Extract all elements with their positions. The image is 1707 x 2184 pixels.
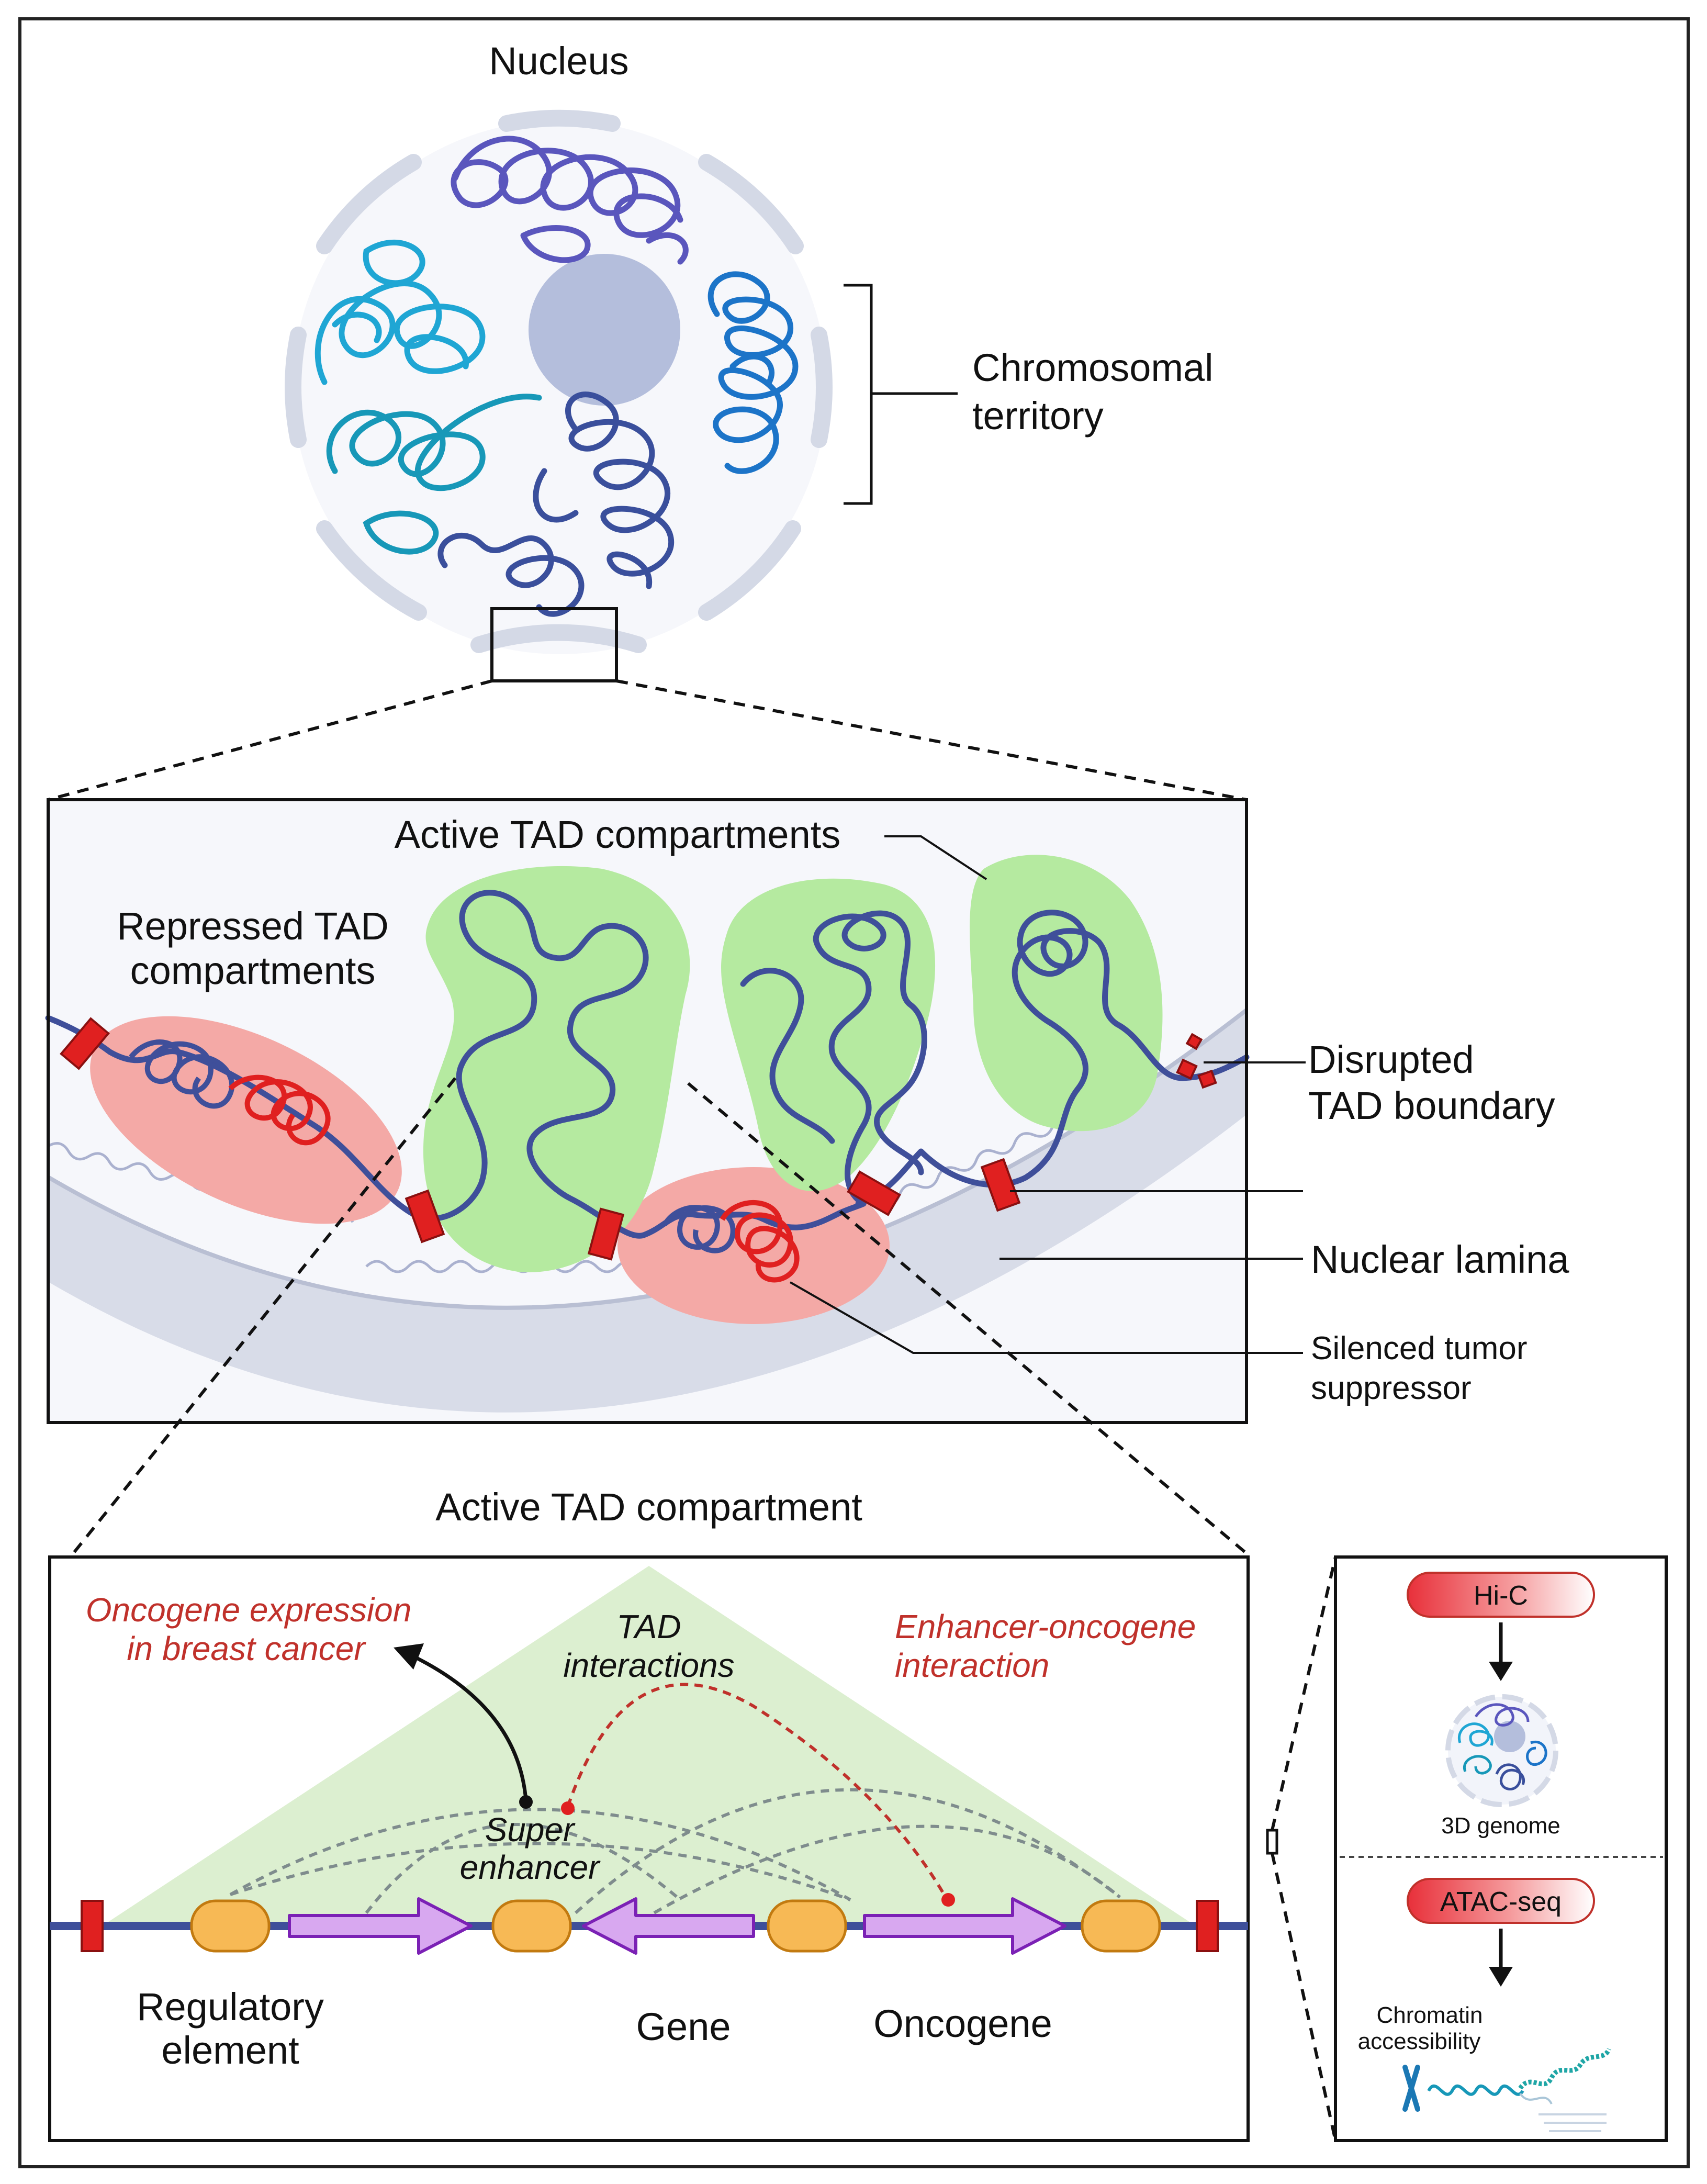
nucleolus bbox=[529, 254, 680, 406]
genome-3d-label: 3D genome bbox=[1441, 1813, 1560, 1839]
boundary-4 bbox=[847, 1170, 901, 1216]
tad-triangle bbox=[102, 1566, 1196, 1926]
lamina-band bbox=[48, 1010, 1246, 1413]
accessibility-line1: Chromatin bbox=[1377, 2002, 1483, 2028]
zoom-box bbox=[490, 607, 618, 682]
disrupted-boundary-piece-2 bbox=[1197, 1069, 1217, 1089]
enhancer-oncogene-arc bbox=[566, 1683, 949, 1901]
nucleus-title: Nucleus bbox=[489, 39, 628, 83]
boundary-1 bbox=[60, 1017, 110, 1070]
zoom-lines-1 bbox=[48, 679, 1247, 801]
tad-boundaries bbox=[60, 1017, 1217, 1261]
atac-label: ATAC-seq bbox=[1440, 1887, 1562, 1917]
regulatory-element-line1: Regulatory bbox=[137, 1985, 324, 2029]
oncogene-expression-line1: Oncogene expression bbox=[86, 1591, 412, 1629]
compartment-panel: Active TAD compartment bbox=[48, 1485, 1250, 2142]
outer-border bbox=[18, 17, 1690, 2168]
disrupted-label-line2: TAD boundary bbox=[1308, 1084, 1555, 1127]
boundary-3 bbox=[587, 1207, 625, 1261]
tad-panel-border bbox=[47, 798, 1248, 1424]
hic-label: Hi-C bbox=[1474, 1581, 1528, 1611]
gene-label: Gene bbox=[636, 2005, 731, 2048]
repressed-compartment-left bbox=[90, 1016, 402, 1224]
chromatin-fiber bbox=[45, 890, 1250, 1239]
lamina-label: Nuclear lamina bbox=[1311, 1238, 1569, 1281]
oncogene-expression-line2: in breast cancer bbox=[127, 1630, 366, 1667]
territory-label-line1: Chromosomal bbox=[972, 346, 1214, 389]
tad-interaction-arcs bbox=[229, 1788, 1121, 1914]
super-enhancer-element bbox=[491, 1899, 572, 1953]
enhancer-oncogene-line1: Enhancer-oncogene bbox=[895, 1608, 1196, 1645]
methods-inset: Hi-C 3D genome ATAC-seq Chromatin access… bbox=[1266, 1555, 1668, 2142]
territory-label-line2: territory bbox=[972, 394, 1104, 438]
compartment-boundary-right bbox=[1196, 1900, 1219, 1952]
super-enhancer-line1: Super bbox=[485, 1811, 576, 1849]
expression-arrow bbox=[407, 1652, 528, 1801]
territory-bracket bbox=[844, 284, 958, 505]
regulatory-element-line2: element bbox=[161, 2029, 299, 2072]
regulatory-elements bbox=[190, 1899, 1161, 1953]
chromosome-left-lower bbox=[326, 394, 542, 555]
active-compartments-label: Active TAD compartments bbox=[395, 813, 841, 856]
repressed-label-line1: Repressed TAD bbox=[117, 904, 389, 948]
expression-arrowhead bbox=[394, 1643, 424, 1670]
regulatory-element-3 bbox=[767, 1899, 847, 1953]
tad-interactions-line1: TAD bbox=[616, 1608, 681, 1645]
enhancer-oncogene-end-dot bbox=[941, 1893, 955, 1907]
hic-arrowhead bbox=[1489, 1662, 1513, 1681]
regulatory-element-4 bbox=[1081, 1899, 1161, 1953]
chromosome-top bbox=[451, 136, 689, 265]
hic-pill bbox=[1407, 1572, 1595, 1618]
oncogene-arrow bbox=[863, 1897, 1066, 1955]
repressed-label-line2: compartments bbox=[130, 949, 376, 992]
nuclear-envelope bbox=[285, 109, 833, 653]
zoom-lines-2 bbox=[72, 1077, 1248, 1555]
chromatin-accessibility-icon bbox=[1402, 2047, 1612, 2132]
enhancer-oncogene-start-dot bbox=[561, 1801, 575, 1815]
atac-arrowhead bbox=[1489, 1967, 1513, 1987]
inset-zoom-marker bbox=[1266, 1829, 1278, 1855]
silenced-label-line1: Silenced tumor bbox=[1311, 1330, 1528, 1367]
tad-panel: Active TAD compartments Repressed TAD co… bbox=[45, 798, 1569, 1424]
tad-interactions-line2: interactions bbox=[563, 1647, 734, 1684]
disrupted-boundary-piece-1 bbox=[1176, 1058, 1198, 1080]
repressed-coil-left bbox=[129, 1039, 331, 1146]
oncogene-label: Oncogene bbox=[873, 2002, 1052, 2045]
nucleus-illustration: Nucleus bbox=[285, 39, 1214, 682]
gene-arrow-1 bbox=[288, 1897, 473, 1955]
repressed-coil-bottom bbox=[662, 1200, 800, 1283]
chromosome-bottom bbox=[437, 391, 674, 617]
compartment-title: Active TAD compartment bbox=[435, 1485, 862, 1529]
inset-zoom-lines bbox=[1271, 1556, 1337, 2141]
compartment-boundary-left bbox=[81, 1900, 104, 1952]
atac-pill bbox=[1407, 1878, 1595, 1924]
disrupted-boundary-piece-3 bbox=[1185, 1033, 1203, 1050]
chromosome-right bbox=[707, 271, 799, 474]
chromosome-left-upper bbox=[315, 240, 486, 385]
boundary-5 bbox=[980, 1158, 1021, 1212]
enhancer-oncogene-line2: interaction bbox=[895, 1647, 1049, 1684]
super-enhancer-dot bbox=[519, 1795, 533, 1809]
boundary-2 bbox=[405, 1189, 445, 1244]
gene-arrow-2 bbox=[582, 1897, 755, 1955]
active-leader bbox=[884, 835, 987, 880]
regulatory-element-1 bbox=[190, 1899, 271, 1953]
mini-nucleus-icon bbox=[1445, 1694, 1558, 1807]
active-compartment-3 bbox=[970, 855, 1163, 1132]
silenced-leader bbox=[790, 1281, 1303, 1354]
active-compartment-1 bbox=[423, 866, 690, 1272]
super-enhancer-line2: enhancer bbox=[460, 1849, 601, 1886]
lamina-inner-edge bbox=[48, 1007, 1246, 1310]
silenced-label-line2: suppressor bbox=[1311, 1370, 1472, 1406]
disrupted-label-line1: Disrupted bbox=[1308, 1038, 1474, 1081]
accessibility-line2: accessibility bbox=[1358, 2029, 1481, 2054]
